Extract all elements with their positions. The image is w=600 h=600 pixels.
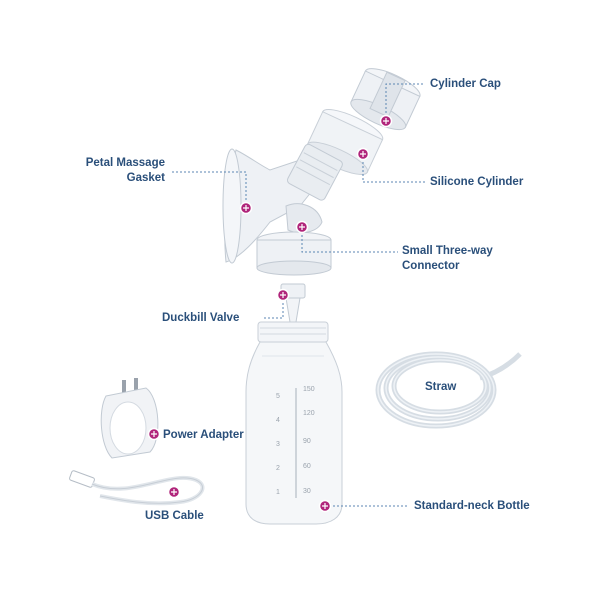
label-small-three-way-connector-line2: Connector [402,260,460,272]
oz-tick: 2 [276,465,280,472]
power-adapter-part [100,378,159,459]
label-standard-neck-bottle: Standard-neck Bottle [414,500,530,512]
oz-tick: 4 [276,417,280,424]
marker-power-adapter-icon [147,427,161,441]
label-cylinder-cap: Cylinder Cap [430,78,501,90]
oz-tick: 5 [276,393,280,400]
marker-usb-cable-icon [167,485,181,499]
marker-petal-massage-gasket-icon [239,201,253,215]
oz-tick: 3 [276,441,280,448]
ml-tick: 60 [303,463,311,470]
leader-cylinder-cap [385,83,425,121]
label-small-three-way-connector: Small Three-way Connector [402,244,493,274]
marker-cylinder-cap-icon [379,114,393,128]
label-petal-massage-gasket-line2: Gasket [126,172,165,184]
label-petal-massage-gasket: Petal Massage Gasket [86,156,165,186]
part-markers [147,114,393,513]
small-three-way-connector-part [256,231,332,276]
ml-tick: 90 [303,438,311,445]
leader-silicone-cylinder [362,154,425,183]
label-straw: Straw [425,381,457,393]
label-petal-massage-gasket-line1: Petal Massage [85,157,165,169]
label-small-three-way-connector-line1: Small Three-way [402,245,493,257]
leader-petal-massage-gasket [170,171,247,208]
label-duckbill-valve: Duckbill Valve [162,312,240,324]
leader-lines [170,83,425,507]
marker-duckbill-valve-icon [276,288,290,302]
petal-massage-gasket-part [222,143,343,264]
marker-silicone-cylinder-icon [356,147,370,161]
label-power-adapter: Power Adapter [163,429,244,441]
leader-small-three-way-connector [301,227,398,253]
ml-tick: 120 [303,410,315,417]
ml-tick: 150 [303,386,315,393]
standard-neck-bottle-part [245,321,343,525]
marker-small-three-way-connector-icon [295,220,309,234]
leader-duckbill-valve [262,295,284,319]
label-usb-cable: USB Cable [145,510,204,522]
bottle-ml-scale: 150 120 90 60 30 [303,386,315,495]
ml-tick: 30 [303,488,311,495]
bottle-oz-scale: 5 4 3 2 1 [276,393,280,496]
oz-tick: 1 [276,489,280,496]
usb-cable-part [69,470,205,506]
marker-standard-neck-bottle-icon [318,499,332,513]
label-silicone-cylinder: Silicone Cylinder [430,176,524,188]
